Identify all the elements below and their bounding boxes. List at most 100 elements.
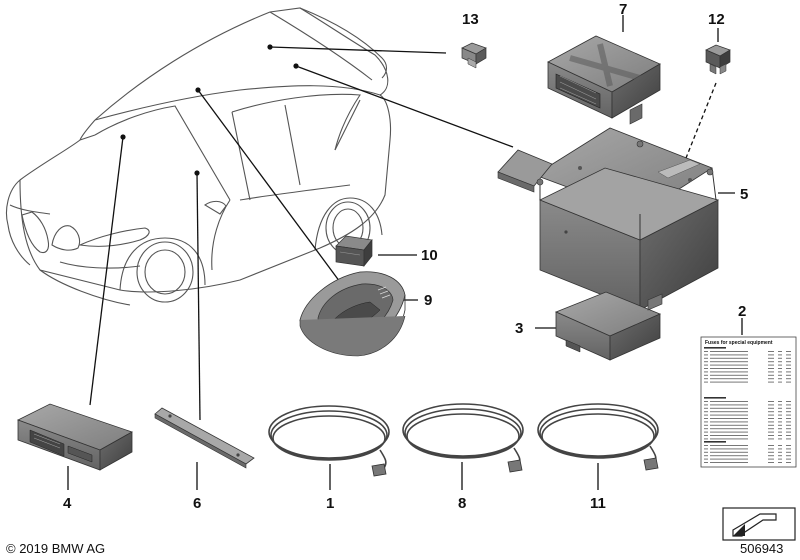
fuse-sheet-row-mark xyxy=(778,411,782,413)
fuse-sheet-row-mark xyxy=(768,458,774,460)
fuse-sheet-row-mark xyxy=(768,407,774,409)
fuse-sheet-row-mark xyxy=(778,401,782,402)
fuse-sheet-row-mark xyxy=(704,411,708,413)
fuse-sheet-row-mark xyxy=(710,421,748,423)
fuse-sheet-row-mark xyxy=(786,462,791,463)
fuse-sheet-row-mark xyxy=(710,418,748,419)
part-6-cover-strip xyxy=(154,407,255,469)
fuse-sheet-section-header xyxy=(704,397,726,399)
part-5-mounting-bracket xyxy=(497,127,720,311)
fuse-sheet-row-mark xyxy=(778,351,782,352)
fuse-sheet-row-mark xyxy=(710,445,748,446)
fuse-sheet-row-mark xyxy=(778,455,782,457)
part-2-fuse-sheet: Fuses for special equipment xyxy=(700,336,797,468)
fuse-sheet-row-mark xyxy=(786,428,791,430)
part-11-cable xyxy=(537,403,659,471)
callout-11: 11 xyxy=(590,495,606,512)
fuse-sheet-row-mark xyxy=(786,411,791,413)
copyright-text: © 2019 BMW AG xyxy=(6,541,105,556)
fuse-sheet-row-mark xyxy=(710,411,748,413)
fuse-sheet-row-mark xyxy=(768,414,774,416)
fuse-sheet-row-mark xyxy=(710,357,748,359)
fuse-sheet-row-mark xyxy=(768,374,774,376)
fuse-sheet-row-mark xyxy=(704,414,708,416)
fuse-sheet-row-mark xyxy=(786,374,791,376)
part-10-switch xyxy=(335,235,373,267)
fuse-sheet-row-mark xyxy=(704,424,708,426)
fuse-sheet-row-mark xyxy=(710,351,748,352)
fuse-sheet-row-mark xyxy=(786,364,791,366)
callout-1: 1 xyxy=(326,495,334,512)
fuse-sheet-row-mark xyxy=(710,435,748,436)
callout-2: 2 xyxy=(738,303,746,320)
fuse-sheet-row-mark xyxy=(778,451,782,453)
fuse-sheet-row-mark xyxy=(704,381,708,383)
callout-10: 10 xyxy=(421,247,438,264)
fuse-sheet-row-mark xyxy=(768,381,774,383)
fuse-sheet-row-mark xyxy=(704,364,708,366)
fuse-sheet-row-mark xyxy=(786,407,791,409)
fuse-sheet-row-mark xyxy=(704,351,708,352)
fuse-sheet-row-mark xyxy=(704,458,708,460)
fuse-sheet-row-mark xyxy=(704,421,708,423)
fuse-sheet-row-mark xyxy=(704,368,708,369)
fuse-sheet-row-mark xyxy=(778,374,782,376)
fuse-sheet-row-mark xyxy=(710,404,748,406)
fuse-sheet-row-mark xyxy=(768,368,774,369)
fuse-sheet-row-mark xyxy=(704,448,708,450)
fuse-sheet-row-mark xyxy=(704,371,708,373)
fuse-sheet-row-mark xyxy=(778,418,782,419)
fuse-sheet-row-mark xyxy=(768,451,774,453)
fuse-sheet-row-mark xyxy=(768,404,774,406)
fuse-sheet-row-mark xyxy=(786,361,791,363)
fuse-sheet-row-mark xyxy=(710,424,748,426)
fuse-sheet-row-mark xyxy=(704,374,708,376)
part-7-control-unit xyxy=(547,35,661,125)
fuse-sheet-row-mark xyxy=(768,401,774,402)
fuse-sheet-row-mark xyxy=(768,351,774,352)
part-8-cable xyxy=(402,403,524,473)
fuse-sheet-row-mark xyxy=(778,364,782,366)
fuse-sheet-title: Fuses for special equipment xyxy=(705,340,773,346)
fuse-sheet-row-mark xyxy=(704,445,708,446)
fuse-sheet-row-mark xyxy=(704,357,708,359)
fuse-sheet-row-mark xyxy=(768,418,774,419)
fuse-sheet-row-mark xyxy=(786,438,791,440)
fuse-sheet-row-mark xyxy=(704,378,708,380)
fuse-sheet-row-mark xyxy=(778,462,782,463)
fuse-sheet-row-mark xyxy=(768,445,774,446)
fuse-sheet-row-mark xyxy=(786,378,791,380)
fuse-sheet-row-mark xyxy=(778,421,782,423)
fuse-sheet-row-mark xyxy=(710,371,748,373)
fuse-sheet-row-mark xyxy=(768,357,774,359)
fuse-sheet-row-mark xyxy=(710,354,748,356)
fuse-sheet-row-mark xyxy=(778,407,782,409)
part-4-module xyxy=(16,403,133,471)
callout-6: 6 xyxy=(193,495,201,512)
callout-4: 4 xyxy=(63,495,72,512)
fuse-sheet-row-mark xyxy=(704,401,708,402)
fuse-sheet-row-mark xyxy=(704,354,708,356)
fuse-sheet-row-mark xyxy=(786,414,791,416)
fuse-sheet-row-mark xyxy=(710,381,748,383)
fuse-sheet-row-mark xyxy=(768,438,774,440)
fuse-sheet-row-mark xyxy=(710,407,748,409)
fuse-sheet-row-mark xyxy=(768,462,774,463)
fuse-sheet-row-mark xyxy=(710,448,748,450)
fuse-sheet-row-mark xyxy=(786,381,791,383)
fuse-sheet-row-mark xyxy=(768,428,774,430)
fuse-sheet-row-mark xyxy=(786,418,791,419)
fuse-sheet-row-mark xyxy=(704,418,708,419)
callout-8: 8 xyxy=(458,495,466,512)
fuse-sheet-row-mark xyxy=(704,407,708,409)
fuse-sheet-row-mark xyxy=(786,455,791,457)
fuse-sheet-row-mark xyxy=(710,401,748,402)
fuse-sheet-section-header xyxy=(704,441,726,443)
fuse-sheet-row-mark xyxy=(710,414,748,416)
callout-labels: 1 2 3 4 5 6 7 8 9 10 11 12 13 xyxy=(63,1,748,512)
fuse-sheet-row-mark xyxy=(768,435,774,436)
fuse-sheet-row-mark xyxy=(768,424,774,426)
callout-3: 3 xyxy=(515,320,523,337)
callout-7: 7 xyxy=(619,1,627,18)
